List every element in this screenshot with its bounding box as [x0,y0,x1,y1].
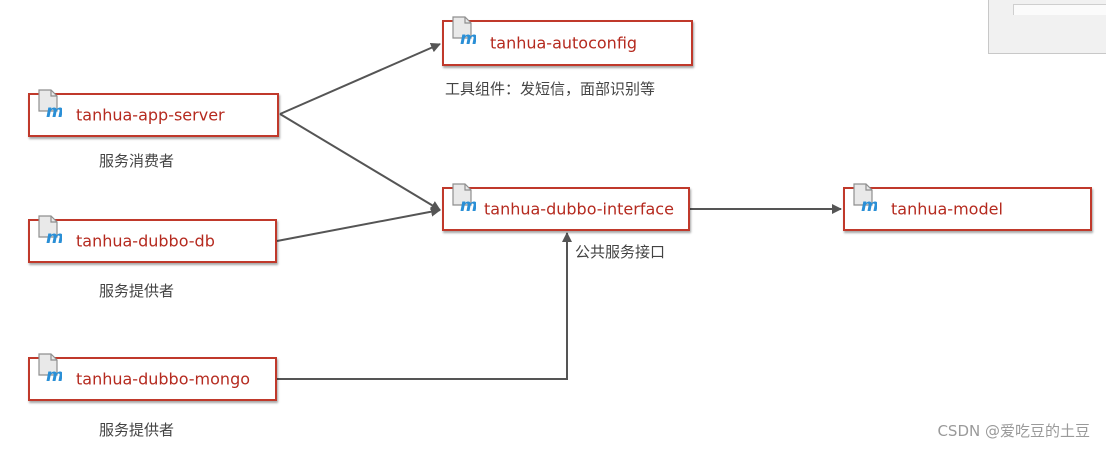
module-label: tanhua-model [891,199,1003,219]
module-tanhua-autoconfig: m tanhua-autoconfig [442,16,693,66]
maven-module-icon: m [853,183,877,213]
svg-text:m: m [46,102,62,119]
csdn-watermark: CSDN @爱吃豆的土豆 [937,422,1090,440]
maven-module-icon: m [38,215,62,245]
module-tanhua-dubbo-interface: m tanhua-dubbo-interface [442,183,690,231]
module-label: tanhua-dubbo-interface [484,199,674,219]
svg-text:m: m [861,196,877,213]
app-server-caption: 服务消费者 [99,152,175,170]
dubbo-db-caption: 服务提供者 [99,282,175,300]
module-label: tanhua-dubbo-mongo [76,369,251,389]
module-label: tanhua-autoconfig [490,33,638,53]
edge-app-server-to-autoconfig [279,43,441,115]
svg-text:m: m [46,228,62,245]
autoconfig-caption: 工具组件：发短信，面部识别等 [445,80,656,98]
maven-module-icon: m [38,353,62,383]
cropped-window-inner [1013,4,1106,15]
dubbo-mongo-caption: 服务提供者 [99,421,175,439]
module-tanhua-model: m tanhua-model [843,183,1092,231]
maven-module-icon: m [452,183,476,213]
svg-text:m: m [46,366,62,383]
module-label: tanhua-dubbo-db [76,231,215,251]
edge-dubbo-db-to-dubbo-interface [276,206,441,242]
maven-module-icon: m [452,16,476,46]
edge-app-server-to-dubbo-interface [279,113,441,211]
module-tanhua-dubbo-mongo: m tanhua-dubbo-mongo [28,353,277,401]
dubbo-interface-caption: 公共服务接口 [575,243,666,261]
svg-text:m: m [460,29,476,46]
module-tanhua-dubbo-db: m tanhua-dubbo-db [28,215,277,263]
edge-dubbo-mongo-to-dubbo-interface [277,232,572,380]
svg-text:m: m [460,196,476,213]
maven-module-icon: m [38,89,62,119]
module-label: tanhua-app-server [76,105,225,125]
module-tanhua-app-server: m tanhua-app-server [28,89,279,137]
cropped-window-fragment [988,0,1106,54]
